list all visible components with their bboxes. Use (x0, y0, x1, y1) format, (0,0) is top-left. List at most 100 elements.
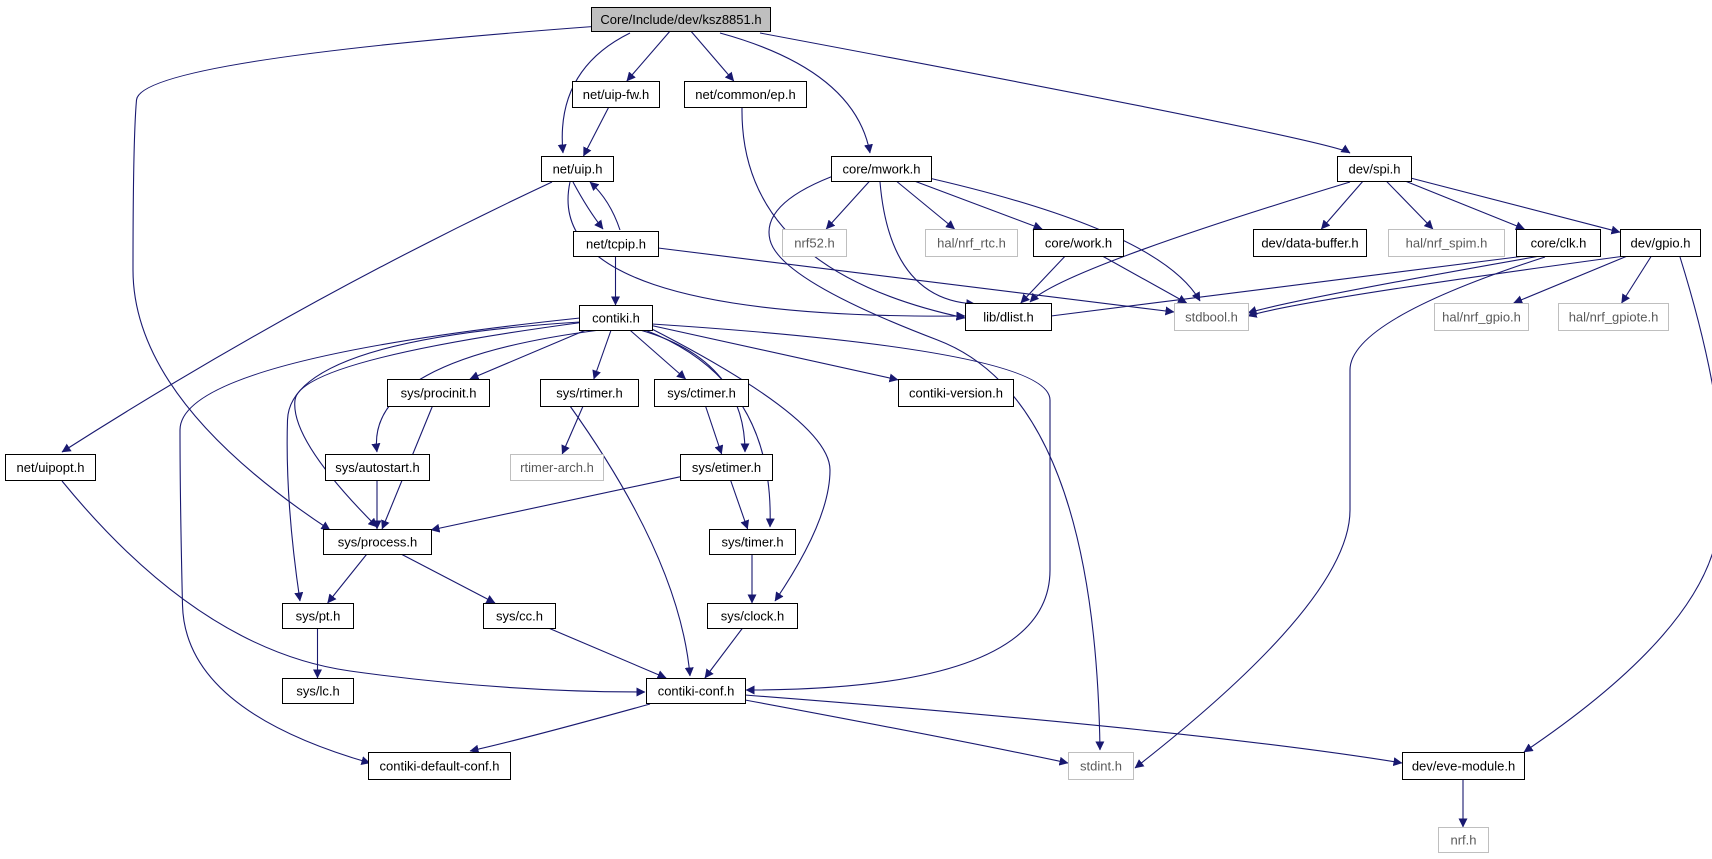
node-box-mwork[interactable] (831, 156, 932, 182)
node-box-etimer[interactable] (680, 454, 773, 481)
edge-work-to-stdbool (1102, 255, 1188, 304)
node-root[interactable]: Core/Include/dev/ksz8851.h (591, 7, 771, 32)
edge-spi-to-spim (1385, 180, 1434, 230)
node-box-clock[interactable] (707, 603, 798, 629)
node-box-clk[interactable] (1516, 229, 1601, 257)
node-contiki[interactable]: contiki.h (579, 305, 653, 331)
node-spi[interactable]: dev/spi.h (1337, 156, 1412, 182)
node-box-process[interactable] (323, 529, 432, 555)
node-process[interactable]: sys/process.h (323, 529, 432, 555)
node-gpio[interactable]: dev/gpio.h (1620, 229, 1701, 257)
edge-conf-to-defconf (469, 703, 651, 754)
node-box-autostart[interactable] (325, 454, 430, 481)
edge-clk-to-stdint (1134, 256, 1546, 769)
edge-mwork-to-dlist (879, 181, 976, 309)
node-uipfw[interactable]: net/uip-fw.h (572, 81, 660, 108)
node-timer[interactable]: sys/timer.h (709, 529, 796, 555)
node-nrf[interactable]: nrf.h (1438, 827, 1489, 853)
edge-clk-to-stdbool (1247, 255, 1541, 315)
node-box-gpio[interactable] (1620, 229, 1701, 257)
node-label-dlist: lib/dlist.h (983, 310, 1034, 325)
node-gpiote[interactable]: hal/nrf_gpiote.h (1558, 303, 1669, 331)
node-box-work[interactable] (1033, 229, 1124, 257)
node-pt[interactable]: sys/pt.h (282, 603, 354, 629)
node-box-uipfw[interactable] (572, 81, 660, 108)
node-procinit[interactable]: sys/procinit.h (387, 379, 490, 407)
node-box-contiki[interactable] (579, 305, 653, 331)
node-label-tcpip: net/tcpip.h (586, 237, 646, 252)
node-box-eve[interactable] (1402, 752, 1525, 780)
node-label-nrf: nrf.h (1450, 833, 1476, 848)
node-box-uipopt[interactable] (5, 454, 96, 481)
node-label-rtc: hal/nrf_rtc.h (937, 236, 1006, 251)
edge-contiki-to-defconf (179, 317, 581, 765)
edge-contiki-to-version (651, 325, 899, 383)
node-box-stdint[interactable] (1068, 752, 1134, 780)
node-autostart[interactable]: sys/autostart.h (325, 454, 430, 481)
node-box-timer[interactable] (709, 529, 796, 555)
node-dlist[interactable]: lib/dlist.h (965, 303, 1052, 331)
node-box-cc[interactable] (483, 603, 556, 629)
node-rtc[interactable]: hal/nrf_rtc.h (925, 229, 1018, 257)
node-box-uip[interactable] (541, 156, 614, 182)
node-version[interactable]: contiki-version.h (898, 379, 1014, 407)
node-label-ep: net/common/ep.h (695, 87, 795, 102)
node-box-gpiote[interactable] (1558, 303, 1669, 331)
node-nrfgpio[interactable]: hal/nrf_gpio.h (1434, 303, 1529, 331)
node-tcpip[interactable]: net/tcpip.h (573, 231, 659, 257)
node-box-pt[interactable] (282, 603, 354, 629)
node-box-databuf[interactable] (1253, 229, 1367, 257)
node-box-ep[interactable] (684, 81, 807, 108)
node-work[interactable]: core/work.h (1033, 229, 1124, 257)
node-box-dlist[interactable] (965, 303, 1052, 331)
node-box-procinit[interactable] (387, 379, 490, 407)
node-box-tcpip[interactable] (573, 231, 659, 257)
edge-clock-to-conf (704, 627, 744, 679)
node-cc[interactable]: sys/cc.h (483, 603, 556, 629)
node-box-defconf[interactable] (368, 752, 511, 780)
edge-mwork-to-rtc (895, 180, 955, 230)
edge-uip-to-tcpip (572, 181, 604, 230)
node-box-rtimerarch[interactable] (510, 454, 604, 481)
node-box-stdbool[interactable] (1174, 303, 1249, 331)
node-box-rtimer[interactable] (540, 379, 639, 407)
node-box-nrf52[interactable] (782, 229, 847, 257)
node-ctimer[interactable]: sys/ctimer.h (654, 379, 749, 407)
node-uipopt[interactable]: net/uipopt.h (5, 454, 96, 481)
node-defconf[interactable]: contiki-default-conf.h (368, 752, 511, 780)
node-clk[interactable]: core/clk.h (1516, 229, 1601, 257)
node-box-nrfgpio[interactable] (1434, 303, 1529, 331)
node-uip[interactable]: net/uip.h (541, 156, 614, 182)
node-box-rtc[interactable] (925, 229, 1018, 257)
node-box-spi[interactable] (1337, 156, 1412, 182)
node-label-rtimer: sys/rtimer.h (556, 386, 622, 401)
node-label-spim: hal/nrf_spim.h (1406, 236, 1488, 251)
node-rtimer[interactable]: sys/rtimer.h (540, 379, 639, 407)
edge-tcpip-to-stdbool (657, 247, 1175, 316)
edge-rtimer-to-conf (569, 405, 694, 677)
node-box-nrf[interactable] (1438, 827, 1489, 853)
node-ep[interactable]: net/common/ep.h (684, 81, 807, 108)
edge-uip-to-uipopt (61, 181, 553, 453)
node-mwork[interactable]: core/mwork.h (831, 156, 932, 182)
node-box-lc[interactable] (282, 678, 354, 704)
edge-mwork-to-work (914, 180, 1043, 231)
node-label-defconf: contiki-default-conf.h (380, 759, 500, 774)
node-conf[interactable]: contiki-conf.h (646, 678, 746, 704)
node-nrf52[interactable]: nrf52.h (782, 229, 847, 257)
node-box-version[interactable] (898, 379, 1014, 407)
node-lc[interactable]: sys/lc.h (282, 678, 354, 704)
node-spim[interactable]: hal/nrf_spim.h (1388, 229, 1505, 257)
node-databuf[interactable]: dev/data-buffer.h (1253, 229, 1367, 257)
node-stdbool[interactable]: stdbool.h (1174, 303, 1249, 331)
node-box-spim[interactable] (1388, 229, 1505, 257)
node-clock[interactable]: sys/clock.h (707, 603, 798, 629)
node-box-ctimer[interactable] (654, 379, 749, 407)
node-eve[interactable]: dev/eve-module.h (1402, 752, 1525, 780)
node-etimer[interactable]: sys/etimer.h (680, 454, 773, 481)
node-box-conf[interactable] (646, 678, 746, 704)
node-rtimerarch[interactable]: rtimer-arch.h (510, 454, 604, 481)
node-stdint[interactable]: stdint.h (1068, 752, 1134, 780)
node-box-root[interactable] (591, 7, 771, 32)
